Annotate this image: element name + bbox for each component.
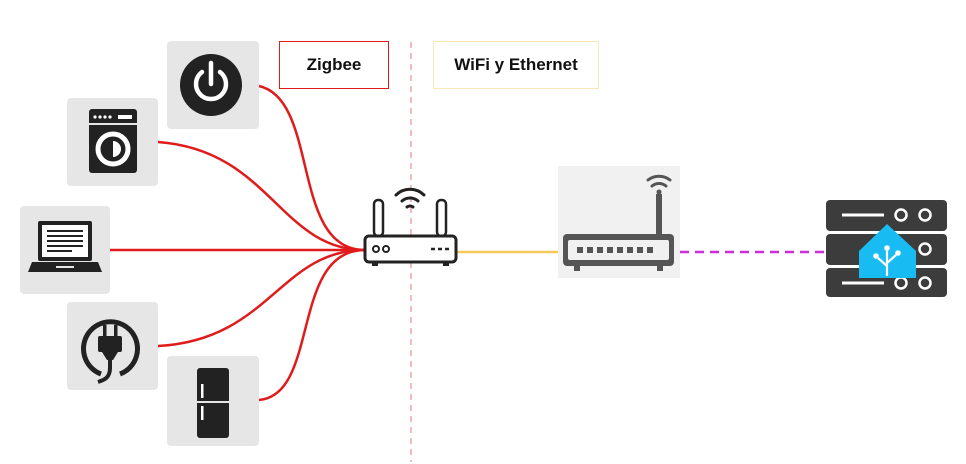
laptop-icon xyxy=(28,221,102,272)
zigbee-router-icon xyxy=(363,187,458,266)
washing-machine-icon xyxy=(89,109,137,173)
wifi-ethernet-label-text: WiFi y Ethernet xyxy=(454,55,578,74)
zigbee-link-plug xyxy=(157,248,366,348)
zigbee-link-fridge xyxy=(258,248,366,402)
zigbee-link-power xyxy=(258,84,366,252)
zigbee-link-washer xyxy=(157,140,366,252)
fridge-icon xyxy=(197,368,229,438)
wifi-router-icon xyxy=(558,166,680,278)
home-assistant-server-icon xyxy=(826,200,947,297)
plug-icon xyxy=(81,319,140,384)
zigbee-zone-label: Zigbee xyxy=(279,41,389,89)
zigbee-label-text: Zigbee xyxy=(306,55,362,74)
wifi-ethernet-zone-label: WiFi y Ethernet xyxy=(433,41,599,89)
power-icon xyxy=(180,54,242,116)
zigbee-links xyxy=(110,84,366,402)
